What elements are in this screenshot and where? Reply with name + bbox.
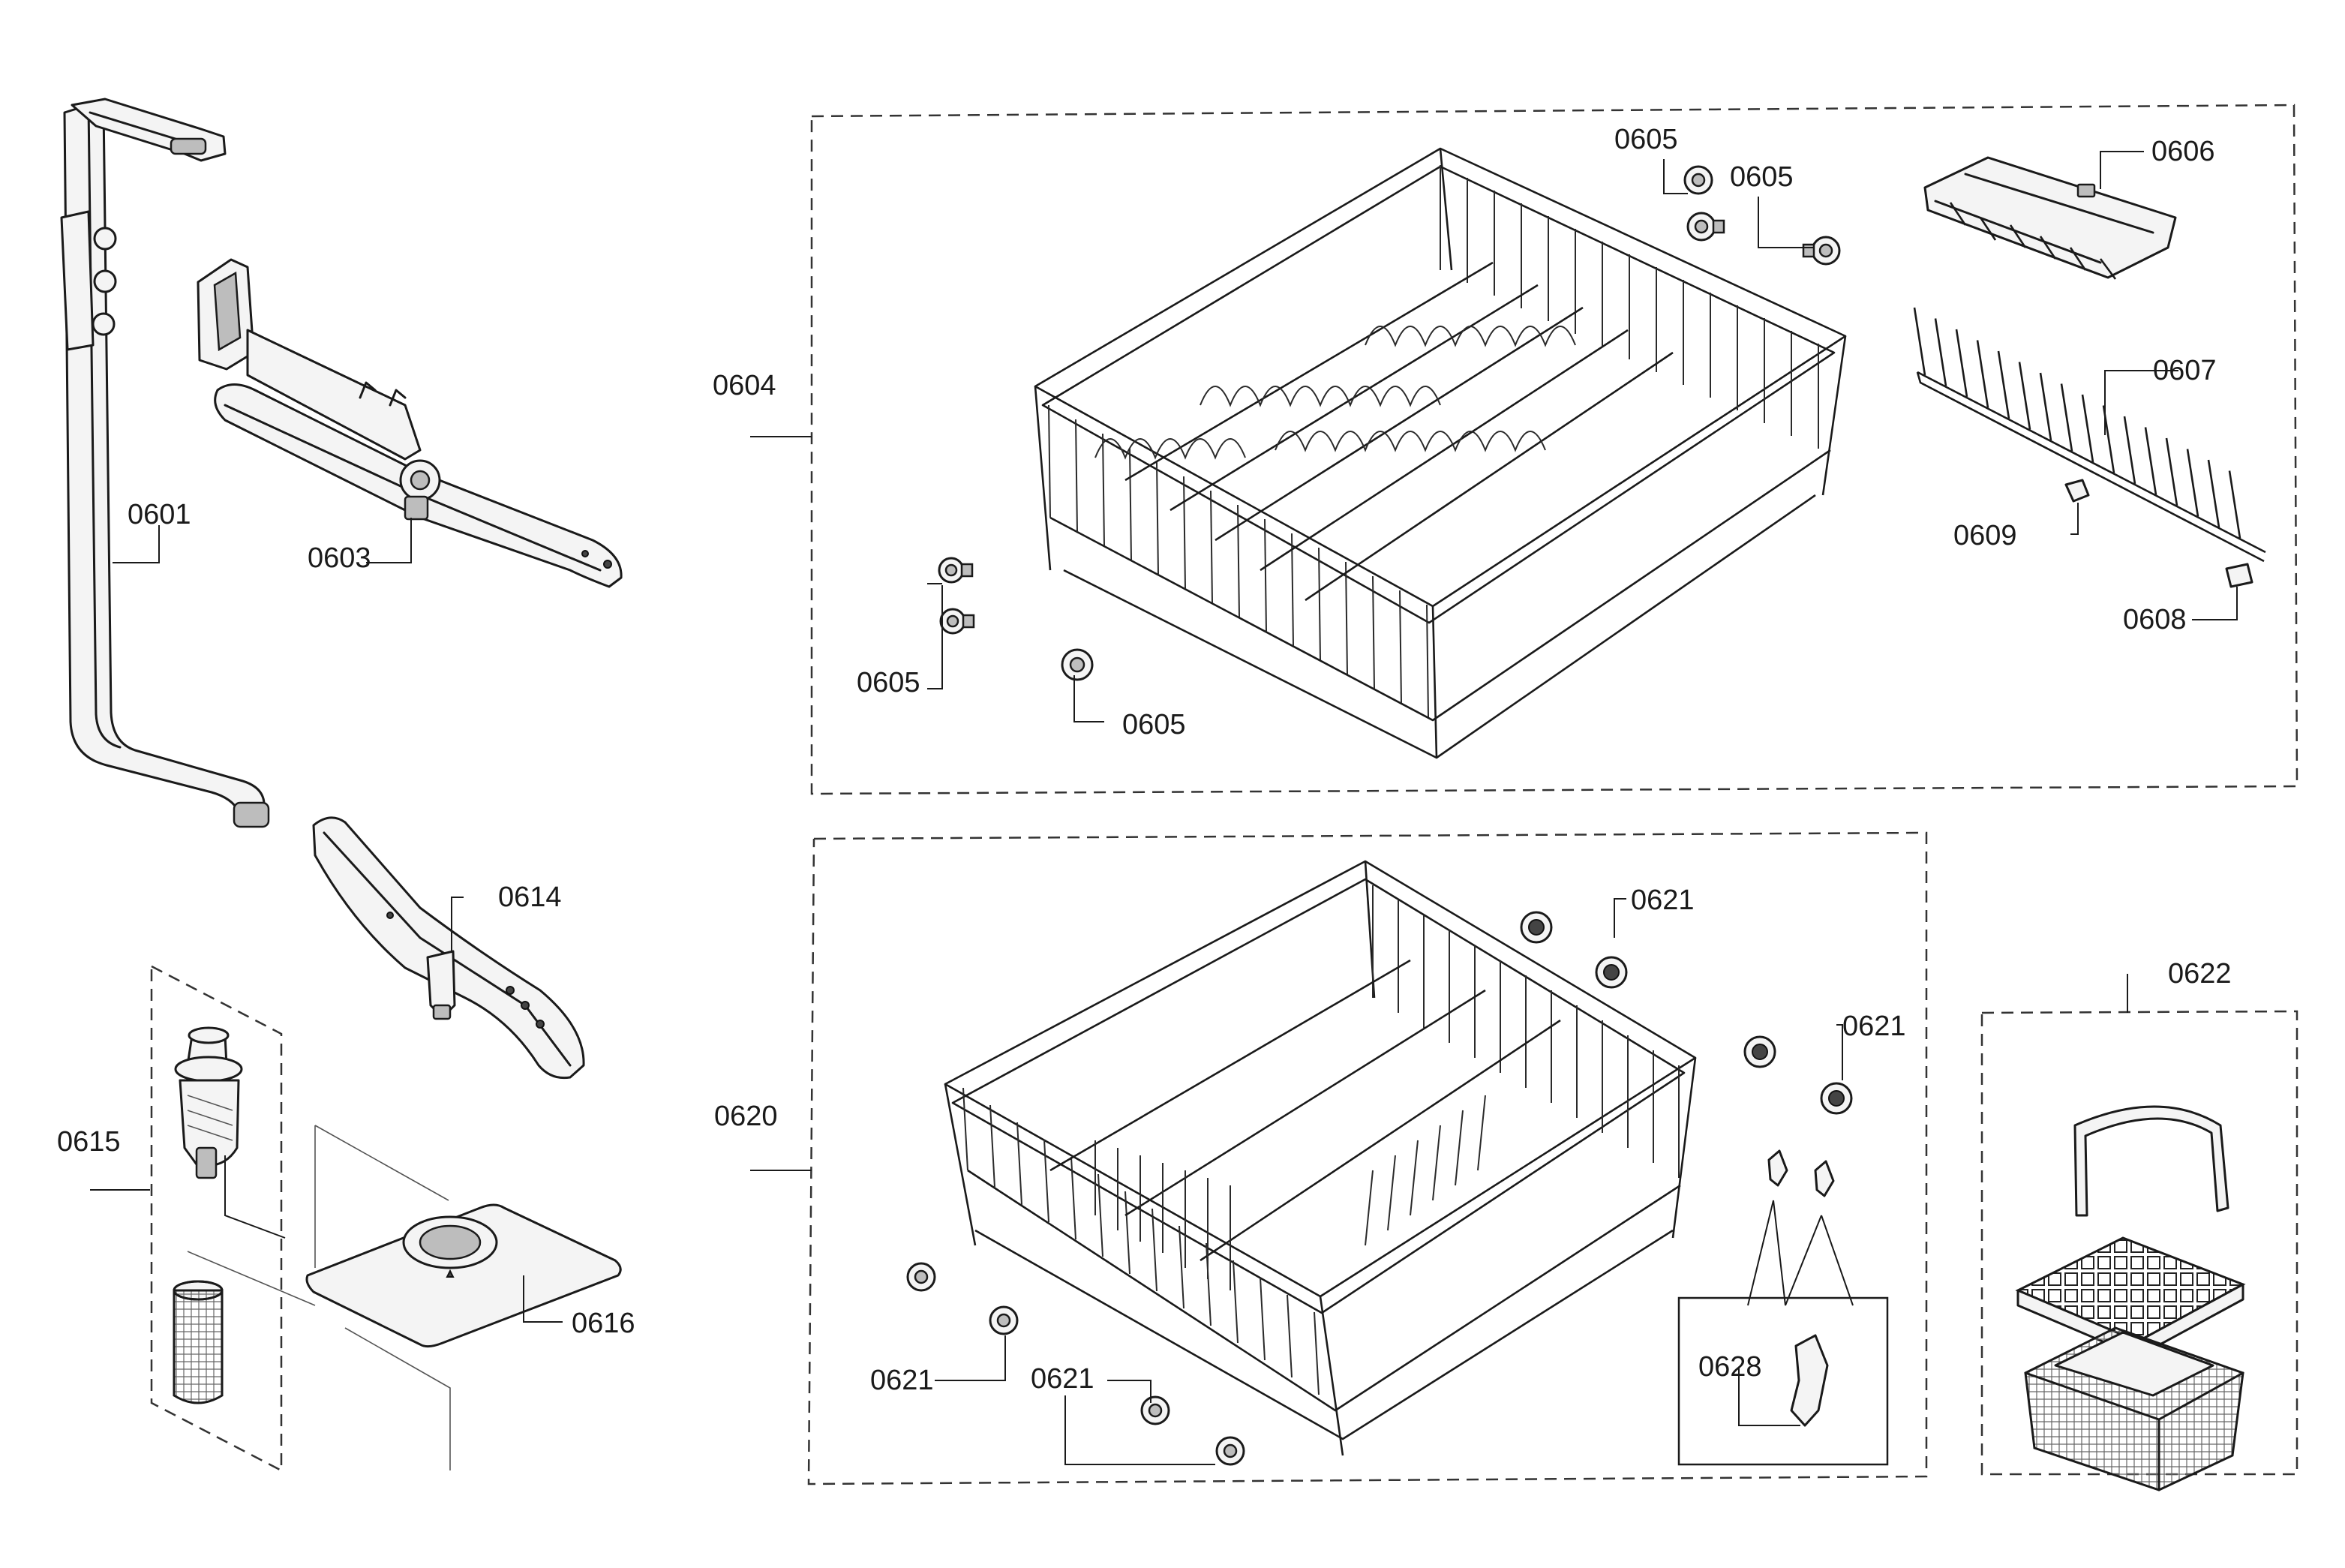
flat-filter-0616 [305,1125,622,1470]
tine [2165,437,2178,506]
label-0603: 0603 [308,542,371,574]
lower-rack-post [1179,1225,1185,1309]
tine [2207,459,2220,528]
upper-rack-post [1102,433,1105,547]
upper-rack-post [1345,561,1348,675]
roller-0621-h [1215,1436,1245,1466]
lower-rack-post [1070,1156,1076,1240]
label-0604: 0604 [713,370,776,401]
lower-rack-post [962,1087,968,1171]
label-0621-front-right: 0621 [1031,1363,1094,1395]
tine [2039,372,2052,441]
supply-pipe-0601 [60,98,270,828]
upper-spray-arm-0603 [197,258,623,588]
upper-rack-post [1210,490,1213,604]
label-0628: 0628 [1698,1351,1762,1383]
tine [2186,449,2199,517]
label-0605-top-left: 0605 [1614,124,1678,155]
roller-0605-d [1683,165,1713,195]
clip-0608 [2225,563,2253,588]
label-0607: 0607 [2153,355,2217,386]
roller-0605-c [1061,648,1094,681]
tine [2081,394,2094,463]
lower-rack-rollers-0621 [906,911,1853,1466]
roller-0621-b [1595,956,1628,989]
upper-rack-rollers-0605 [938,165,1841,681]
lower-rack-post [1233,1260,1239,1344]
label-0621-right: 0621 [1842,1011,1906,1042]
upper-rack-post [1183,476,1186,590]
tine [2123,416,2136,485]
roller-0605-f [1802,236,1841,266]
cup-shelf-0606 [1923,156,2177,280]
label-0605-bottom: 0605 [1122,709,1186,740]
roller-0621-e [906,1262,936,1292]
tine [1955,329,1968,398]
label-0621-top: 0621 [1631,885,1695,916]
roller-0621-a [1520,911,1553,944]
roller-0605-e [1686,212,1725,242]
tine [2144,427,2157,495]
upper-rack-post [1372,575,1375,689]
upper-rack-post [1075,419,1078,533]
lower-rack-post [1124,1191,1130,1275]
cutlery-basket-0622 [2015,1105,2246,1491]
tine [2228,470,2241,539]
lower-rack-post [1151,1208,1157,1292]
label-0601: 0601 [128,499,191,530]
label-0614: 0614 [498,882,562,913]
upper-rack-post [1156,461,1159,575]
upper-rack-post [1129,447,1132,561]
tine [1997,350,2010,419]
tine-clips-0628 [1747,1149,1854,1427]
upper-rack-post [1426,604,1429,718]
label-0615: 0615 [57,1126,121,1158]
upper-rack-post [1291,533,1294,647]
lower-rack-post [1097,1173,1103,1257]
upper-rack-0604 [1034,147,1847,759]
clip-0609 [2064,479,2090,503]
upper-rack-post [1048,404,1051,518]
lower-rack-post [1016,1122,1022,1206]
roller-0621-d [1820,1082,1853,1115]
lower-rack-post [1314,1311,1320,1395]
filter-assembly-0615 [173,1026,316,1404]
upper-rack-post [1264,518,1267,632]
label-0606: 0606 [2151,136,2215,167]
tine [1976,340,1989,408]
label-0605-left: 0605 [857,667,920,698]
filter-group-box [150,965,283,1473]
lower-spray-arm-0614 [312,816,585,1080]
lower-rack-post [1287,1294,1293,1378]
tine [1913,307,1926,376]
tine [2060,383,2073,452]
roller-0621-f [989,1305,1019,1335]
roller-0621-c [1743,1035,1776,1068]
upper-rack-post [1237,504,1240,618]
upper-rack-post [1399,590,1402,704]
label-0621-front-left: 0621 [870,1365,934,1396]
upper-rack-post [1318,547,1321,661]
lower-rack-post [989,1104,995,1188]
lower-rack-0620 [944,860,1697,1456]
roller-0621-g [1140,1395,1170,1425]
label-0622: 0622 [2168,958,2232,990]
roller-0605-b [939,608,975,635]
lower-rack-post [1043,1139,1049,1223]
tine [2018,362,2031,430]
label-0620: 0620 [714,1101,778,1132]
label-0616: 0616 [572,1308,635,1339]
tine [1934,318,1947,386]
tine-clip-group-box [1677,1296,1889,1466]
label-0609: 0609 [1953,520,2017,551]
part-labels: 0601 0603 0604 0605 0605 0605 0605 0606 … [57,124,2232,1396]
label-0608: 0608 [2123,604,2187,635]
lower-rack-group-box [807,831,1928,1485]
label-0605-top-right: 0605 [1730,161,1794,193]
roller-0605-a [938,557,974,584]
lower-rack-post [1260,1277,1266,1361]
leader-lines [90,151,2238,1465]
